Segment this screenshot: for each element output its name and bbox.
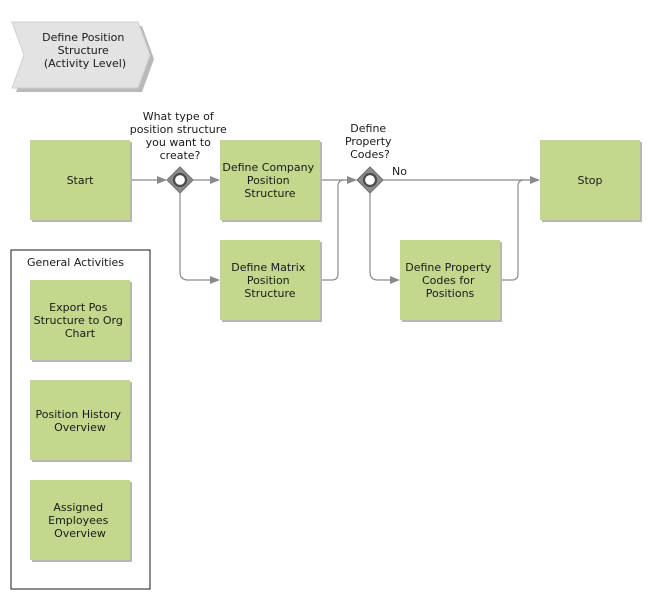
edge-gateway2-to-property	[369, 193, 400, 284]
chevron-shape	[11, 21, 151, 89]
edge-matrix-to-gateway2	[320, 179, 345, 281]
edge-property-to-stop	[500, 179, 525, 281]
activity-label: Overview	[54, 527, 106, 540]
activity-label: Employees	[48, 514, 108, 527]
general-activity-position-history-overview[interactable]: Position History Overview	[30, 380, 132, 462]
gateway-circle-icon	[362, 172, 378, 188]
svg-text:Export Pos Structure t: Export Pos Structure to Org Chart	[34, 301, 127, 340]
process-title: Define Position Structure (Activity Leve…	[42, 31, 128, 70]
activity-label: Position History	[36, 408, 122, 421]
edge-gateway-to-matrix	[179, 193, 220, 284]
svg-text:Define Matrix Position: Define Matrix Position Structure	[231, 261, 309, 300]
general-activity-assigned-employees-overview[interactable]: Assigned Employees Overview	[30, 480, 132, 562]
activity-label: Positions	[426, 287, 475, 300]
flow-edges	[130, 176, 540, 284]
activity-label: Export Pos	[49, 301, 107, 314]
activity-label: Assigned	[53, 501, 103, 514]
process-header-chevron: Define Position Structure (Activity Leve…	[11, 21, 154, 92]
svg-text:Stop: Stop	[577, 174, 602, 187]
general-activities-panel: General Activities Export Pos Structure …	[10, 249, 151, 590]
edge-label-no: No	[392, 165, 407, 178]
activity-label: Chart	[65, 327, 96, 340]
activity-label: Define Company	[222, 161, 314, 174]
process-title-line: Structure	[58, 44, 109, 57]
activity-define-property-codes-for-positions[interactable]: Define Property Codes for Positions	[400, 240, 502, 322]
svg-text:Define Company Position: Define Company Position Structure	[222, 161, 317, 200]
activity-label: Stop	[577, 174, 602, 187]
activity-define-matrix-position-structure[interactable]: Define Matrix Position Structure	[220, 240, 322, 322]
process-title-line: Define Position	[42, 31, 124, 44]
svg-text:Assigned Employees: Assigned Employees Overview	[48, 501, 112, 540]
process-title-line: (Activity Level)	[44, 57, 126, 70]
gateway-property-codes-question: Define Property Codes?	[345, 122, 395, 161]
activity-label: Start	[67, 174, 95, 187]
activity-label: Position	[247, 274, 290, 287]
gateway-property-codes[interactable]	[356, 166, 384, 194]
activity-stop[interactable]: Stop	[540, 140, 642, 222]
svg-text:Start: Start	[67, 174, 95, 187]
activity-define-company-position-structure[interactable]: Define Company Position Structure	[220, 140, 322, 222]
activity-label: Overview	[54, 421, 106, 434]
gateway-circle-icon	[172, 172, 188, 188]
general-activity-export-pos-structure[interactable]: Export Pos Structure to Org Chart	[30, 280, 132, 362]
gateway-structure-type-question: What type of position structure you want…	[130, 110, 231, 162]
activity-label: Structure	[244, 187, 295, 200]
activity-label: Structure to Org	[34, 314, 123, 327]
activity-start[interactable]: Start	[30, 140, 132, 222]
general-activities-title: General Activities	[27, 256, 124, 269]
activity-label: Structure	[244, 287, 295, 300]
gateway-structure-type[interactable]	[166, 166, 194, 194]
activity-label: Define Property	[405, 261, 491, 274]
svg-text:Define Property Codes fo: Define Property Codes for Positions	[405, 261, 494, 300]
activity-label: Codes for	[422, 274, 475, 287]
activity-label: Define Matrix	[231, 261, 306, 274]
activity-label: Position	[247, 174, 290, 187]
svg-text:Position History Overv: Position History Overview	[36, 408, 125, 434]
